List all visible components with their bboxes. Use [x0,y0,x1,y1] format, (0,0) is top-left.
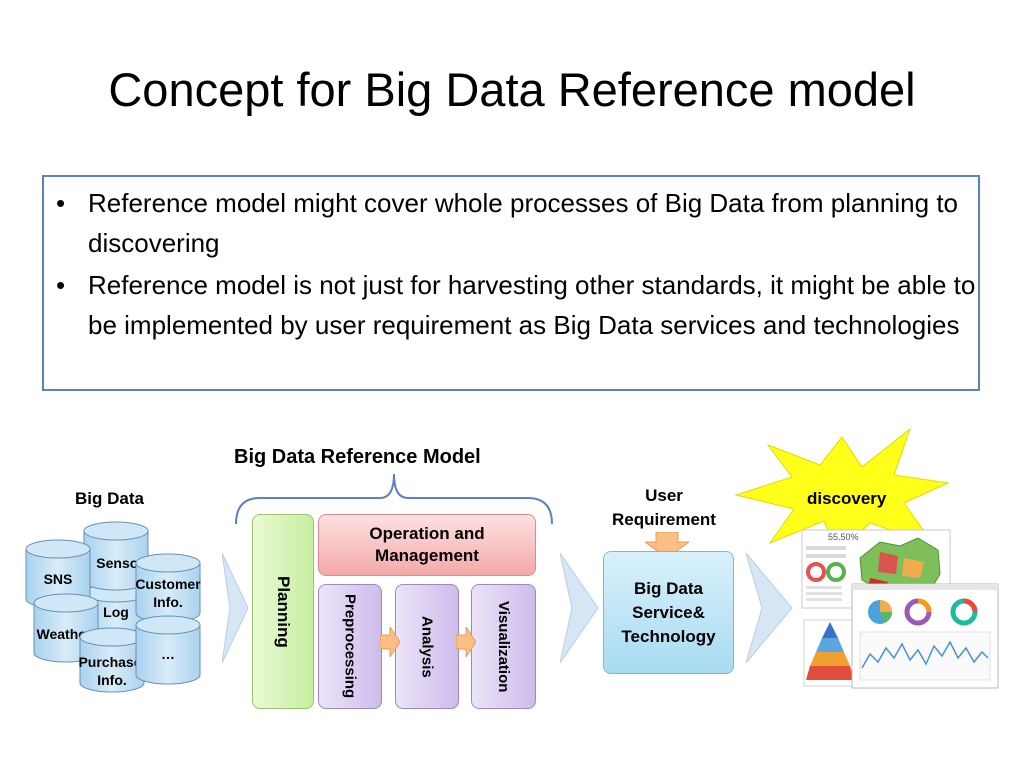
curly-brace-icon [235,473,553,525]
visualization-label: Visualization [495,600,512,693]
big-data-label: Big Data [75,489,144,508]
bullet-dot-icon: • [56,270,66,300]
data-sources: Log Sensor SNS Customer Info. Weather Pu… [25,521,201,693]
bullet-text: Reference model is not just for harvesti… [88,270,976,340]
discovery-label: discovery [807,489,887,508]
service-technology-box: Big Data Service& Technology [603,551,734,674]
service-technology-label: Big Data Service& Technology [621,578,716,646]
dashboard-value: 55.50% [828,532,859,542]
bullet-box: • Reference model might cover whole proc… [42,175,980,391]
flow-arrow-icon [222,553,249,663]
bullet-dot-icon: • [56,188,66,218]
cylinder-purchase: Purchase Info. [78,627,145,693]
cylinder-more: … [135,615,201,685]
dashboard-chart-thumbnail [851,583,999,689]
flow-arrow-icon [560,553,599,663]
source-sensor: Sensor [96,555,144,571]
planning-label: Planning [274,575,293,648]
dashboard-thumbnails: 55.50% [801,529,999,689]
source-log: Log [103,604,129,620]
source-customer: Customer [135,576,201,592]
analysis-label: Analysis [418,615,436,678]
source-purchase: Purchase [78,654,141,670]
pyramid-chart-thumbnail [803,619,857,687]
analysis-box: Analysis [395,584,459,709]
source-weather: Weather [37,626,93,642]
svg-text:Info.: Info. [97,672,127,688]
preprocessing-box: Preprocessing [318,584,382,709]
reference-model-label: Big Data Reference Model [234,446,481,468]
source-sns: SNS [44,571,73,587]
svg-text:Info.: Info. [153,594,183,610]
arrow-right-icon [456,627,476,657]
user-requirement-label: User Requirement [612,486,716,529]
cylinder-customer: Customer Info. [135,553,201,623]
flow-arrow-icon [746,553,793,663]
arrow-down-icon [645,532,689,558]
preprocessing-label: Preprocessing [341,594,359,699]
slide-title: Concept for Big Data Reference model [108,63,916,116]
operation-management-label: Operation and Management [369,524,485,565]
planning-box: Planning [252,514,314,709]
bullet-text: Reference model might cover whole proces… [88,188,958,258]
operation-management-box: Operation and Management [318,514,536,576]
arrow-right-icon [380,627,400,657]
source-more: … [161,646,175,662]
visualization-box: Visualization [471,584,536,709]
